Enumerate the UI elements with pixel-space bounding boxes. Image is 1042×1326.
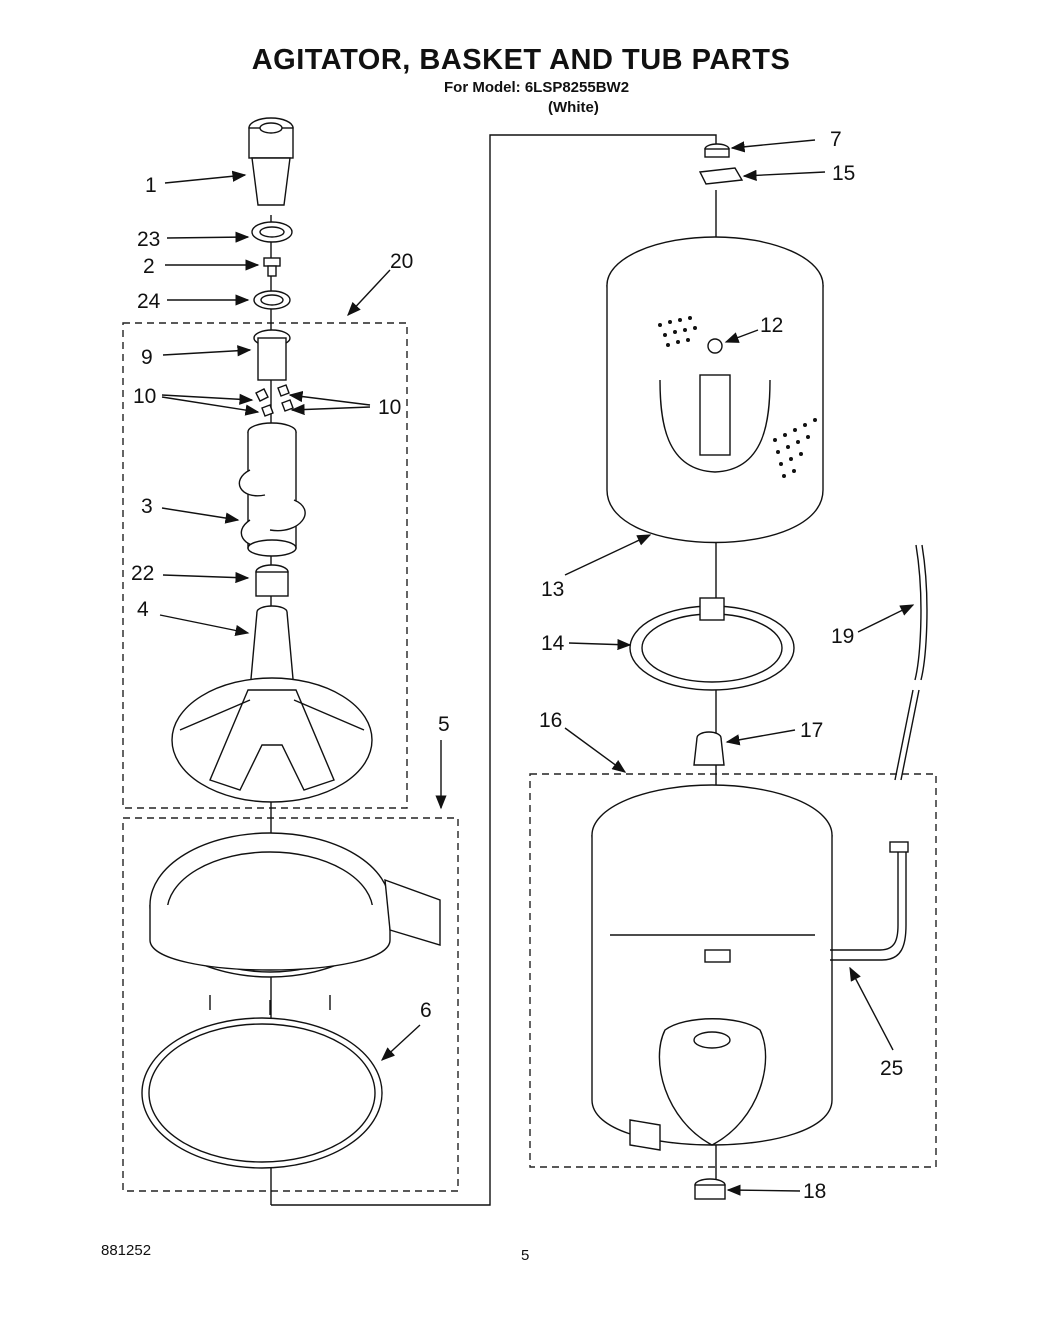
callout-13: 13 [541,578,564,601]
tub-ring-part [149,832,441,1015]
fill-hose-part [830,841,909,961]
callout-10-left: 10 [133,385,156,408]
callout-24: 24 [137,290,161,313]
o-ring-part [253,290,291,310]
tub-hose-part [894,544,928,781]
basket-nut-part [704,143,730,158]
callout-3: 3 [141,495,153,518]
callout-25: 25 [880,1057,903,1080]
bolt-part [263,257,281,277]
tub-bearing-part [693,731,725,766]
auger-part [238,422,306,557]
callout-17: 17 [800,719,823,742]
callout-2: 2 [143,255,155,278]
outer-tub-part [591,784,833,1151]
basket-hole-pattern-left [658,316,697,347]
callout-22: 22 [131,562,154,585]
cap-clip-part [251,221,293,243]
model-line: For Model: 6LSP8255BW2 [444,79,630,96]
callout-19: 19 [831,625,854,648]
callout-10-right: 10 [378,396,401,419]
assembly-connection-line [271,134,717,1206]
agitator-dogs-part [255,384,294,417]
snap-ring-part [141,1017,383,1169]
drive-bell-part [255,564,289,597]
callout-18: 18 [803,1180,826,1203]
basket-drive-ring-part [629,597,795,691]
callout-20: 20 [390,250,413,273]
callout-6: 6 [420,999,432,1022]
callout-1: 1 [145,174,157,197]
callout-12: 12 [760,314,783,337]
agitator-base-part [171,605,373,803]
spanner-part [698,167,744,185]
agitator-cam-part [253,329,291,381]
agitator-cap-part [248,117,294,206]
basket-hole-pattern-right [773,418,817,478]
callout-9: 9 [141,346,153,369]
bottom-bearing-part [694,1178,726,1200]
callout-16: 16 [539,709,562,732]
callout-23: 23 [137,228,160,251]
callout-4: 4 [137,598,149,621]
page-number: 5 [521,1247,530,1264]
tub-ring-group-box [122,817,459,1192]
callout-14: 14 [541,632,565,655]
callout-15: 15 [832,162,855,185]
color-line: (White) [548,99,599,116]
doc-number: 881252 [101,1242,152,1259]
callout-7: 7 [830,128,842,151]
wash-basket-part [606,236,824,544]
tub-group-box [529,773,937,1168]
page-title: AGITATOR, BASKET AND TUB PARTS [251,44,791,76]
callout-5: 5 [438,713,450,736]
